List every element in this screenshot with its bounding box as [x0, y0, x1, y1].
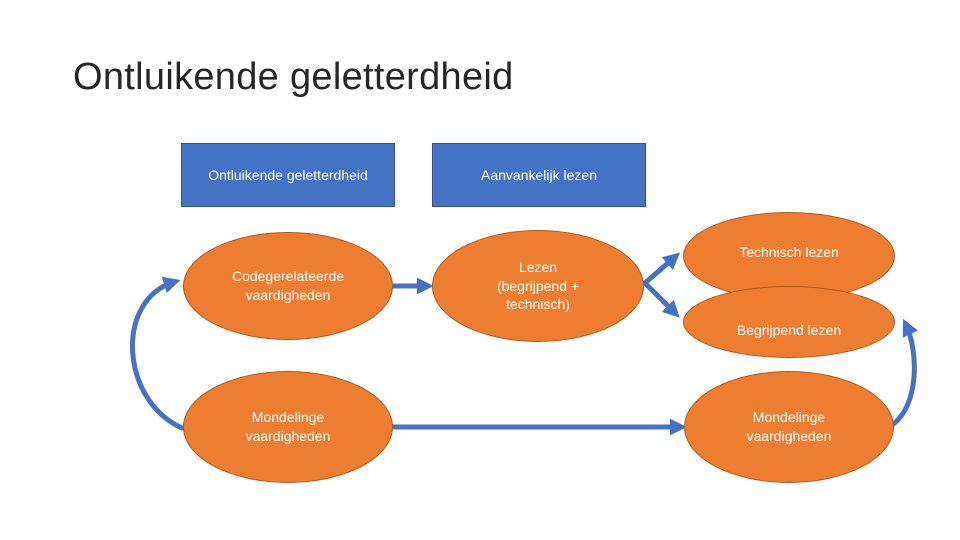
node-label-lezen: Lezen (begrijpend + technisch) [496, 258, 580, 313]
arrow-lezen-to-begrijpend [642, 280, 680, 318]
node-lezen: Lezen (begrijpend + technisch) [432, 230, 644, 342]
header-aanvankelijk-lezen: Aanvankelijk lezen [432, 143, 646, 207]
node-label-code: Codegerelateerde vaardigheden [231, 268, 345, 303]
node-label-mond-left: Mondelinge vaardigheden [245, 409, 331, 444]
header-ontluikende-geletterdheid: Ontluikende geletterdheid [181, 143, 395, 207]
arrow-lezen-to-technisch [642, 252, 681, 286]
slide-title: Ontluikende geletterdheid [73, 56, 514, 98]
node-label-begrijpend: Begrijpend lezen [736, 321, 842, 338]
node-begrijpend-lezen: Begrijpend lezen [683, 286, 895, 358]
node-codegerelateerde-vaardigheden: Codegerelateerde vaardigheden [183, 232, 393, 340]
node-mondelinge-vaardigheden-left: Mondelinge vaardigheden [183, 371, 393, 483]
node-mondelinge-vaardigheden-right: Mondelinge vaardigheden [684, 371, 894, 483]
header-label-left: Ontluikende geletterdheid [208, 167, 368, 183]
header-label-right: Aanvankelijk lezen [481, 167, 597, 183]
arrow-left-loop [130, 276, 185, 431]
node-label-mond-right: Mondelinge vaardigheden [746, 409, 832, 444]
arrow-right-loop [889, 318, 919, 428]
node-label-technisch: Technisch lezen [739, 244, 839, 260]
